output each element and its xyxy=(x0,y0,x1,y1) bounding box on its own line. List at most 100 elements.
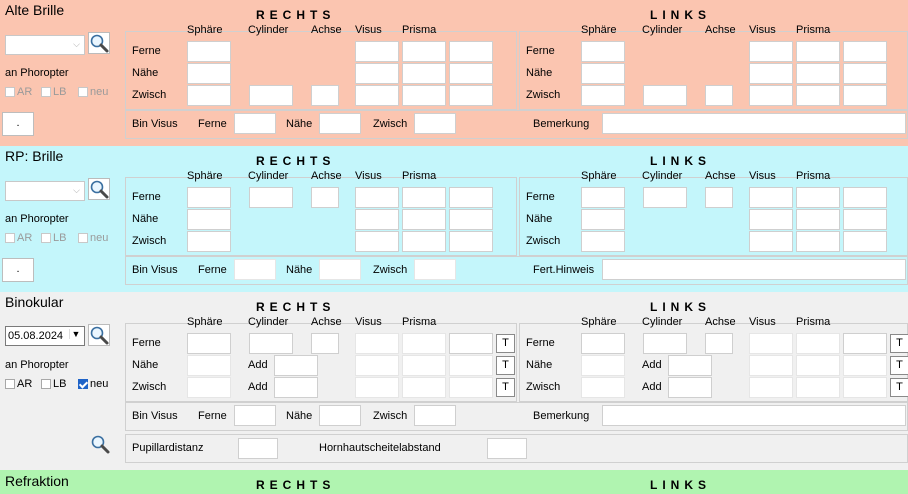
rechts-ferne-prisma-basis-field[interactable] xyxy=(449,333,493,354)
bin-visus-ferne-field[interactable] xyxy=(234,113,276,134)
bin-visus-zwisch-field[interactable] xyxy=(414,259,456,280)
links-zwisch-prisma-field[interactable] xyxy=(796,85,840,106)
rechts-naehe-prisma-field[interactable] xyxy=(402,63,446,84)
links-zwisch-achse-field[interactable] xyxy=(705,85,733,106)
magnifier-icon[interactable] xyxy=(88,32,110,54)
rechts-naehe-visus-field[interactable] xyxy=(355,63,399,84)
rechts-ferne-t-button[interactable]: T xyxy=(496,334,515,353)
links-zwisch-prisma-field[interactable] xyxy=(796,231,840,252)
rechts-zwisch-visus-field[interactable] xyxy=(355,85,399,106)
links-naehe-visus-field[interactable] xyxy=(749,63,793,84)
rechts-naehe-visus-field[interactable] xyxy=(355,355,399,376)
rechts-zwisch-t-button[interactable]: T xyxy=(496,378,515,397)
magnifier-icon[interactable] xyxy=(89,433,111,455)
links-ferne-visus-field[interactable] xyxy=(749,187,793,208)
links-zwisch-prisma-basis-field[interactable] xyxy=(843,85,887,106)
links-ferne-prisma-field[interactable] xyxy=(796,333,840,354)
magnifier-icon[interactable] xyxy=(88,178,110,200)
links-zwisch-prisma-basis-field[interactable] xyxy=(843,377,887,398)
history-dropdown[interactable]: ⌵ xyxy=(5,181,85,201)
links-naehe-sphaere-field[interactable] xyxy=(581,355,625,376)
rechts-ferne-prisma-field[interactable] xyxy=(402,41,446,62)
rechts-naehe-prisma-field[interactable] xyxy=(402,355,446,376)
rechts-zwisch-add-field[interactable] xyxy=(274,377,318,398)
links-zwisch-prisma-basis-field[interactable] xyxy=(843,231,887,252)
links-ferne-visus-field[interactable] xyxy=(749,41,793,62)
links-ferne-prisma-field[interactable] xyxy=(796,41,840,62)
remark-field[interactable] xyxy=(602,113,906,134)
rechts-zwisch-prisma-field[interactable] xyxy=(402,377,446,398)
links-naehe-prisma-field[interactable] xyxy=(796,355,840,376)
links-naehe-prisma-basis-field[interactable] xyxy=(843,355,887,376)
rechts-naehe-prisma-basis-field[interactable] xyxy=(449,63,493,84)
hornhaut-field[interactable] xyxy=(487,438,527,459)
rechts-naehe-add-field[interactable] xyxy=(274,355,318,376)
remark-field[interactable] xyxy=(602,405,906,426)
rechts-ferne-prisma-basis-field[interactable] xyxy=(449,41,493,62)
lb-checkbox[interactable]: LB xyxy=(41,378,66,390)
links-zwisch-sphaere-field[interactable] xyxy=(581,85,625,106)
rechts-zwisch-prisma-field[interactable] xyxy=(402,85,446,106)
rechts-naehe-visus-field[interactable] xyxy=(355,209,399,230)
links-ferne-prisma-field[interactable] xyxy=(796,187,840,208)
rechts-naehe-sphaere-field[interactable] xyxy=(187,355,231,376)
links-zwisch-prisma-field[interactable] xyxy=(796,377,840,398)
dot-button[interactable]: . xyxy=(2,112,34,136)
remark-field[interactable] xyxy=(602,259,906,280)
rechts-zwisch-prisma-basis-field[interactable] xyxy=(449,231,493,252)
dot-button[interactable]: . xyxy=(2,258,34,282)
lb-checkbox[interactable]: LB xyxy=(41,232,66,244)
rechts-zwisch-visus-field[interactable] xyxy=(355,377,399,398)
links-ferne-prisma-basis-field[interactable] xyxy=(843,41,887,62)
links-naehe-t-button[interactable]: T xyxy=(890,356,908,375)
ar-checkbox[interactable]: AR xyxy=(5,232,32,244)
rechts-ferne-cylinder-field[interactable] xyxy=(249,333,293,354)
links-zwisch-add-field[interactable] xyxy=(668,377,712,398)
links-zwisch-t-button[interactable]: T xyxy=(890,378,908,397)
ar-checkbox[interactable]: AR xyxy=(5,86,32,98)
links-zwisch-sphaere-field[interactable] xyxy=(581,377,625,398)
links-ferne-prisma-basis-field[interactable] xyxy=(843,187,887,208)
rechts-naehe-sphaere-field[interactable] xyxy=(187,63,231,84)
history-dropdown[interactable]: ⌵ xyxy=(5,35,85,55)
chevron-down-icon[interactable]: ⌵ xyxy=(73,39,80,49)
links-naehe-prisma-basis-field[interactable] xyxy=(843,63,887,84)
links-zwisch-visus-field[interactable] xyxy=(749,377,793,398)
bin-visus-naehe-field[interactable] xyxy=(319,259,361,280)
bin-visus-zwisch-field[interactable] xyxy=(414,113,456,134)
rechts-ferne-visus-field[interactable] xyxy=(355,41,399,62)
bin-visus-zwisch-field[interactable] xyxy=(414,405,456,426)
rechts-zwisch-cylinder-field[interactable] xyxy=(249,85,293,106)
links-naehe-prisma-basis-field[interactable] xyxy=(843,209,887,230)
links-naehe-add-field[interactable] xyxy=(668,355,712,376)
bin-visus-naehe-field[interactable] xyxy=(319,113,361,134)
rechts-naehe-prisma-basis-field[interactable] xyxy=(449,355,493,376)
lb-checkbox[interactable]: LB xyxy=(41,86,66,98)
links-naehe-visus-field[interactable] xyxy=(749,355,793,376)
rechts-ferne-prisma-field[interactable] xyxy=(402,187,446,208)
bin-visus-ferne-field[interactable] xyxy=(234,405,276,426)
rechts-ferne-achse-field[interactable] xyxy=(311,187,339,208)
rechts-ferne-visus-field[interactable] xyxy=(355,187,399,208)
chevron-down-icon[interactable]: ⌵ xyxy=(73,185,80,195)
rechts-naehe-sphaere-field[interactable] xyxy=(187,209,231,230)
rechts-ferne-visus-field[interactable] xyxy=(355,333,399,354)
ar-checkbox[interactable]: AR xyxy=(5,378,32,390)
rechts-ferne-sphaere-field[interactable] xyxy=(187,41,231,62)
rechts-zwisch-sphaere-field[interactable] xyxy=(187,231,231,252)
rechts-zwisch-prisma-basis-field[interactable] xyxy=(449,85,493,106)
rechts-naehe-prisma-basis-field[interactable] xyxy=(449,209,493,230)
rechts-zwisch-sphaere-field[interactable] xyxy=(187,377,231,398)
links-naehe-prisma-field[interactable] xyxy=(796,63,840,84)
neu-checkbox[interactable]: neu xyxy=(78,232,108,244)
links-ferne-sphaere-field[interactable] xyxy=(581,333,625,354)
links-naehe-sphaere-field[interactable] xyxy=(581,63,625,84)
rechts-zwisch-prisma-field[interactable] xyxy=(402,231,446,252)
pupillardistanz-field[interactable] xyxy=(238,438,278,459)
links-ferne-achse-field[interactable] xyxy=(705,187,733,208)
links-ferne-visus-field[interactable] xyxy=(749,333,793,354)
rechts-ferne-achse-field[interactable] xyxy=(311,333,339,354)
neu-checkbox[interactable]: neu xyxy=(78,378,108,390)
rechts-ferne-sphaere-field[interactable] xyxy=(187,187,231,208)
links-ferne-t-button[interactable]: T xyxy=(890,334,908,353)
